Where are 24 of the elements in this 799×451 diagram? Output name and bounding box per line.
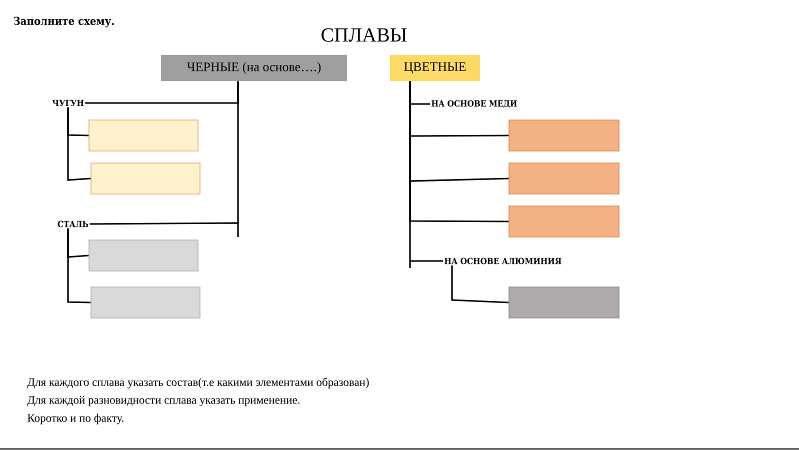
answer-box — [90, 162, 200, 194]
answer-box — [508, 206, 620, 238]
connector-line — [451, 265, 509, 304]
category-box: ЦВЕТНЫЕ — [390, 55, 480, 81]
answer-box — [508, 286, 620, 318]
answer-box — [88, 240, 198, 272]
answer-box — [508, 120, 620, 152]
answer-box — [508, 162, 620, 194]
connector-line — [67, 107, 91, 181]
title: СПЛАВЫ — [322, 28, 407, 42]
instruction-heading: Заполните схему. — [14, 16, 114, 28]
connector-line — [67, 228, 91, 304]
answer-box — [88, 120, 198, 152]
note-text: Для каждой разновидности сплава указать применение. — [27, 396, 300, 406]
note-text: Коротко и по факту. — [28, 414, 124, 424]
answer-box — [90, 286, 200, 318]
category-box: ЧЕРНЫЕ (на основе….) — [161, 55, 347, 81]
branch-label: ЧУГУН — [52, 100, 84, 106]
branch-label: НА ОСНОВЕ АЛЮМИНИЯ — [444, 258, 562, 264]
connector-line — [90, 81, 239, 238]
branch-label: НА ОСНОВЕ МЕДИ — [432, 100, 517, 108]
branch-label: СТАЛЬ — [58, 220, 88, 228]
note-text: Для каждого сплава указать состав(т.е какими элементами образован) — [27, 378, 369, 388]
connector-line — [409, 81, 443, 269]
